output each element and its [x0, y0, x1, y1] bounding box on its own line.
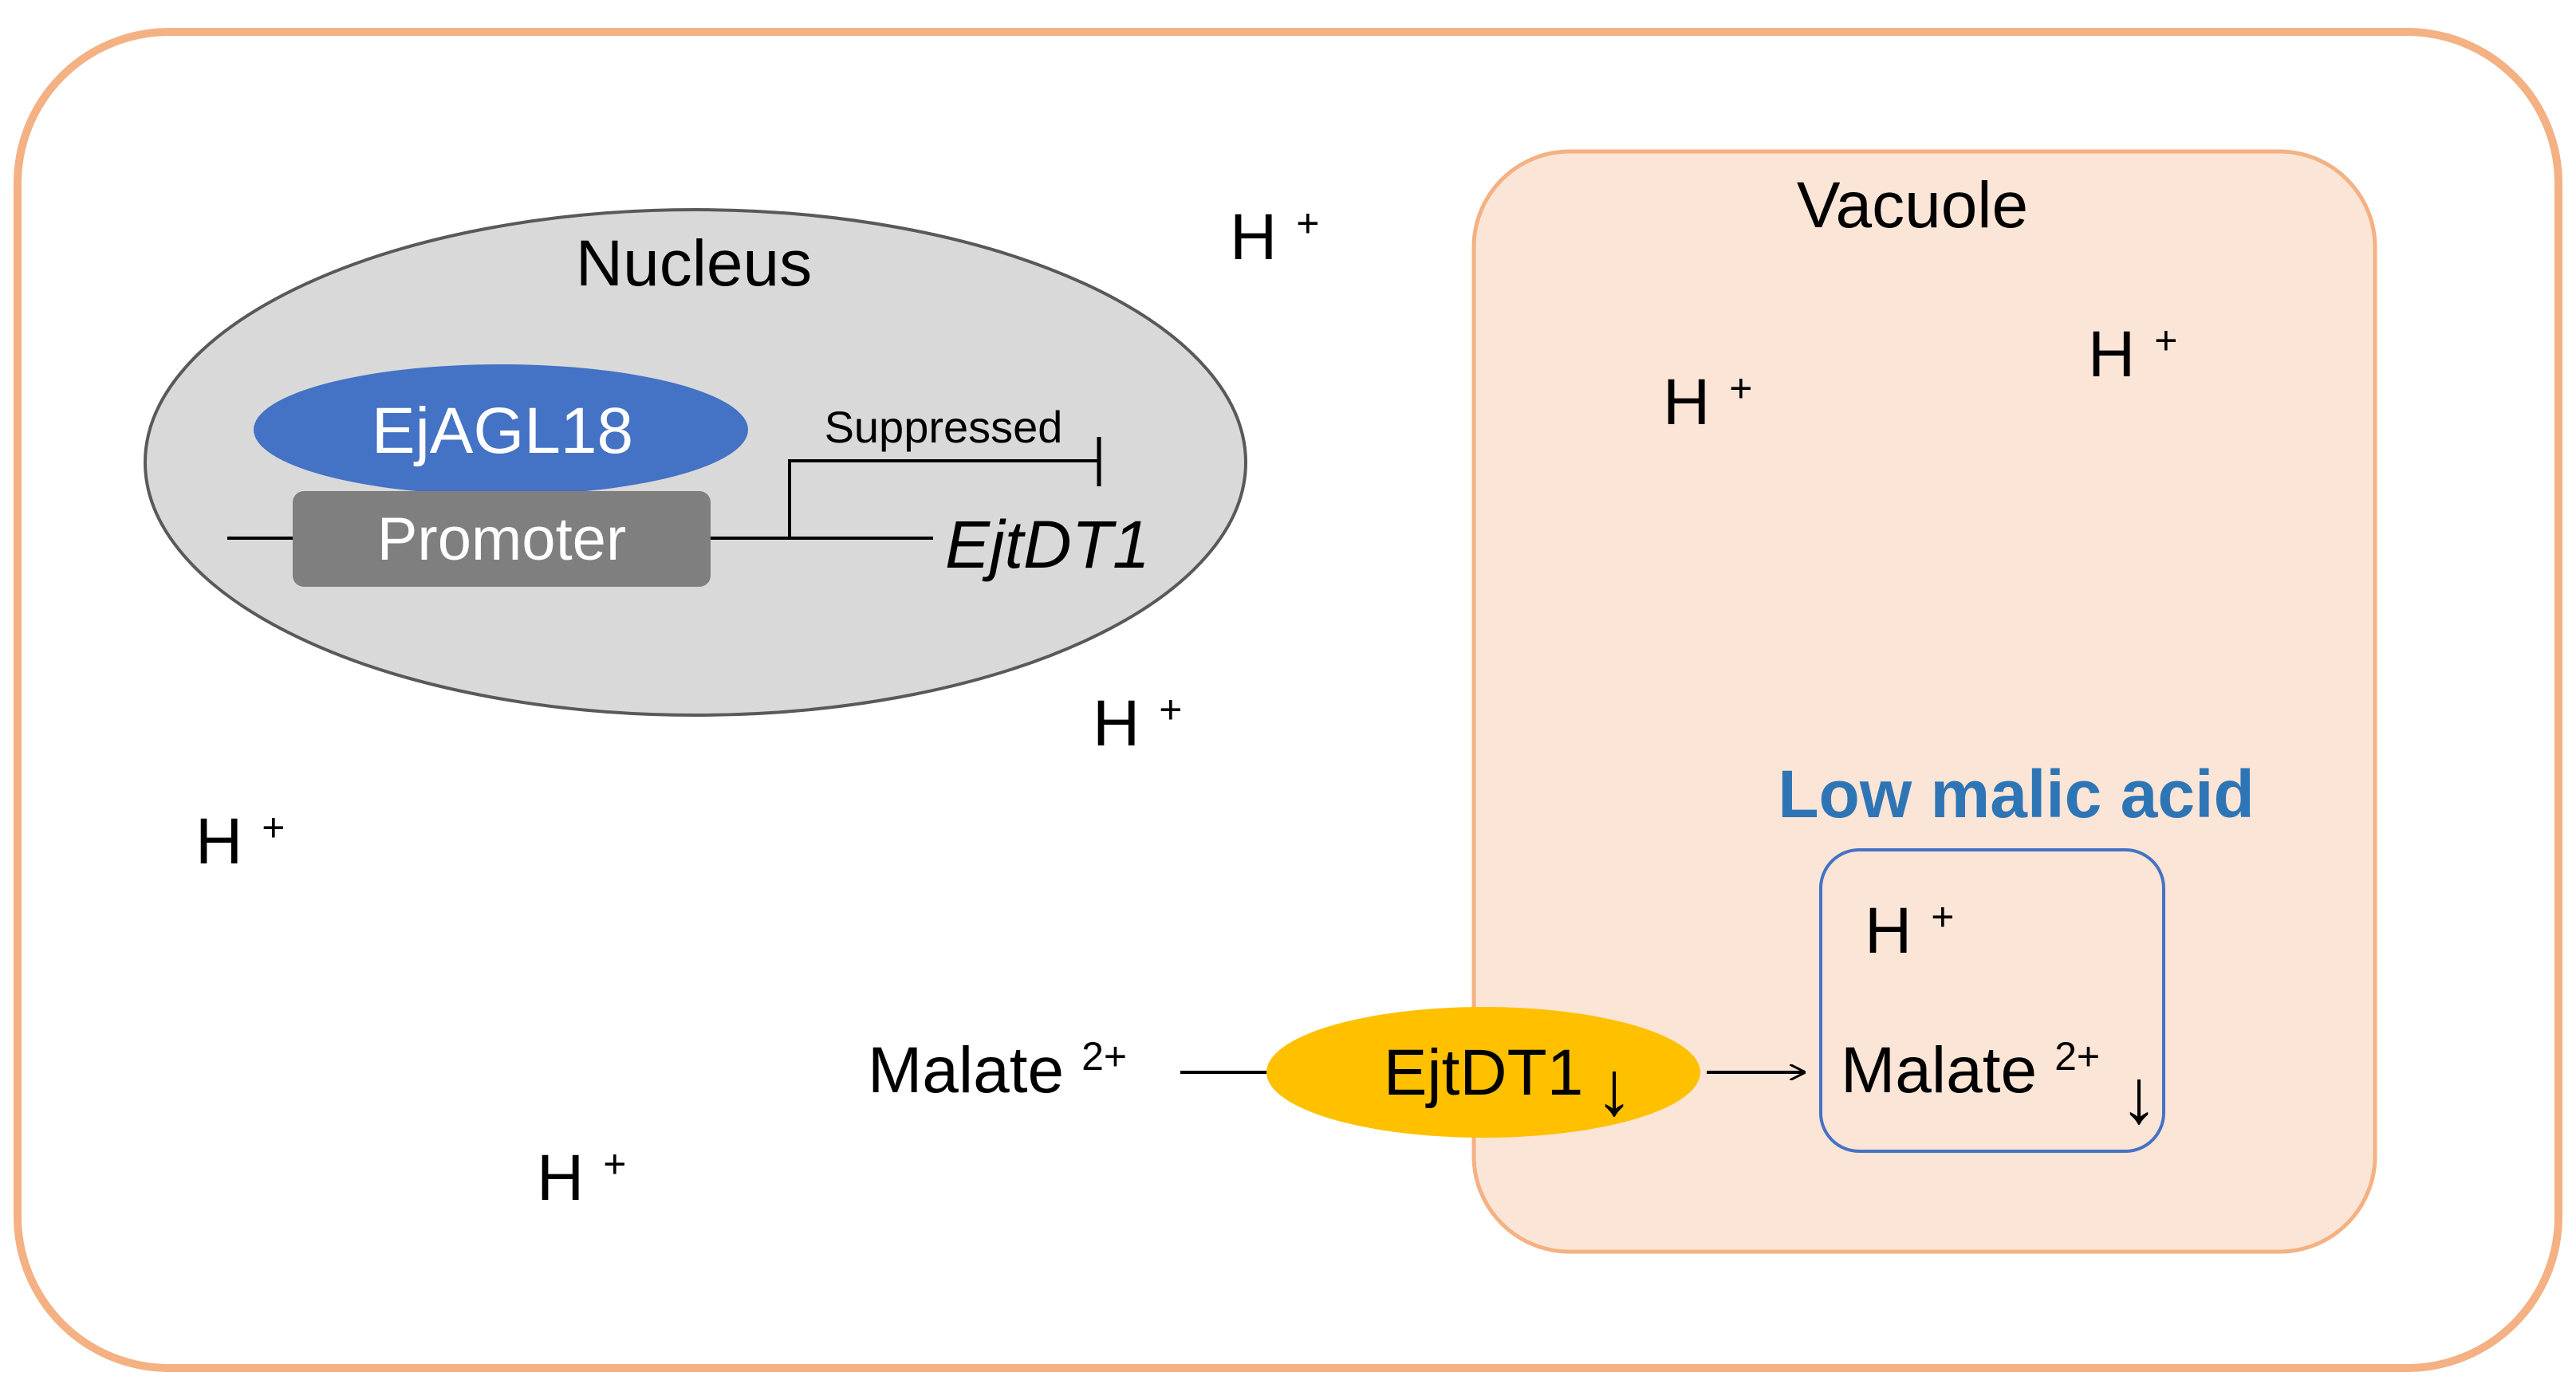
vacuole-label: Vacuole: [1797, 169, 2028, 242]
low-malic-acid-box: [1819, 848, 2165, 1153]
proton-label: H+: [1093, 687, 1182, 760]
ejtdt1-transporter: [1266, 1007, 1700, 1138]
inner-proton-label: H+: [1865, 895, 1954, 967]
promoter-box: [293, 491, 711, 587]
ejagl18-protein: [254, 364, 748, 495]
transporter-down-arrow: ↓: [1595, 1046, 1633, 1131]
proton-label: H+: [537, 1142, 626, 1214]
low-malic-acid-label: Low malic acid: [1778, 757, 2255, 832]
proton-label: H+: [195, 805, 285, 878]
inner-malate-down-arrow: ↓: [2120, 1054, 2158, 1139]
nucleus-label: Nucleus: [576, 227, 812, 300]
suppression-bracket: [788, 459, 1099, 538]
ejagl18-label: EjAGL18: [372, 395, 633, 467]
proton-label: H+: [2088, 318, 2177, 391]
promoter-label: Promoter: [377, 505, 627, 573]
proton-label: H+: [1230, 201, 1319, 273]
transporter-label: EjtDT1: [1384, 1036, 1584, 1109]
gene-label: EjtDT1: [945, 507, 1150, 582]
suppressed-label: Suppressed: [825, 402, 1063, 452]
proton-label: H+: [1663, 366, 1752, 438]
